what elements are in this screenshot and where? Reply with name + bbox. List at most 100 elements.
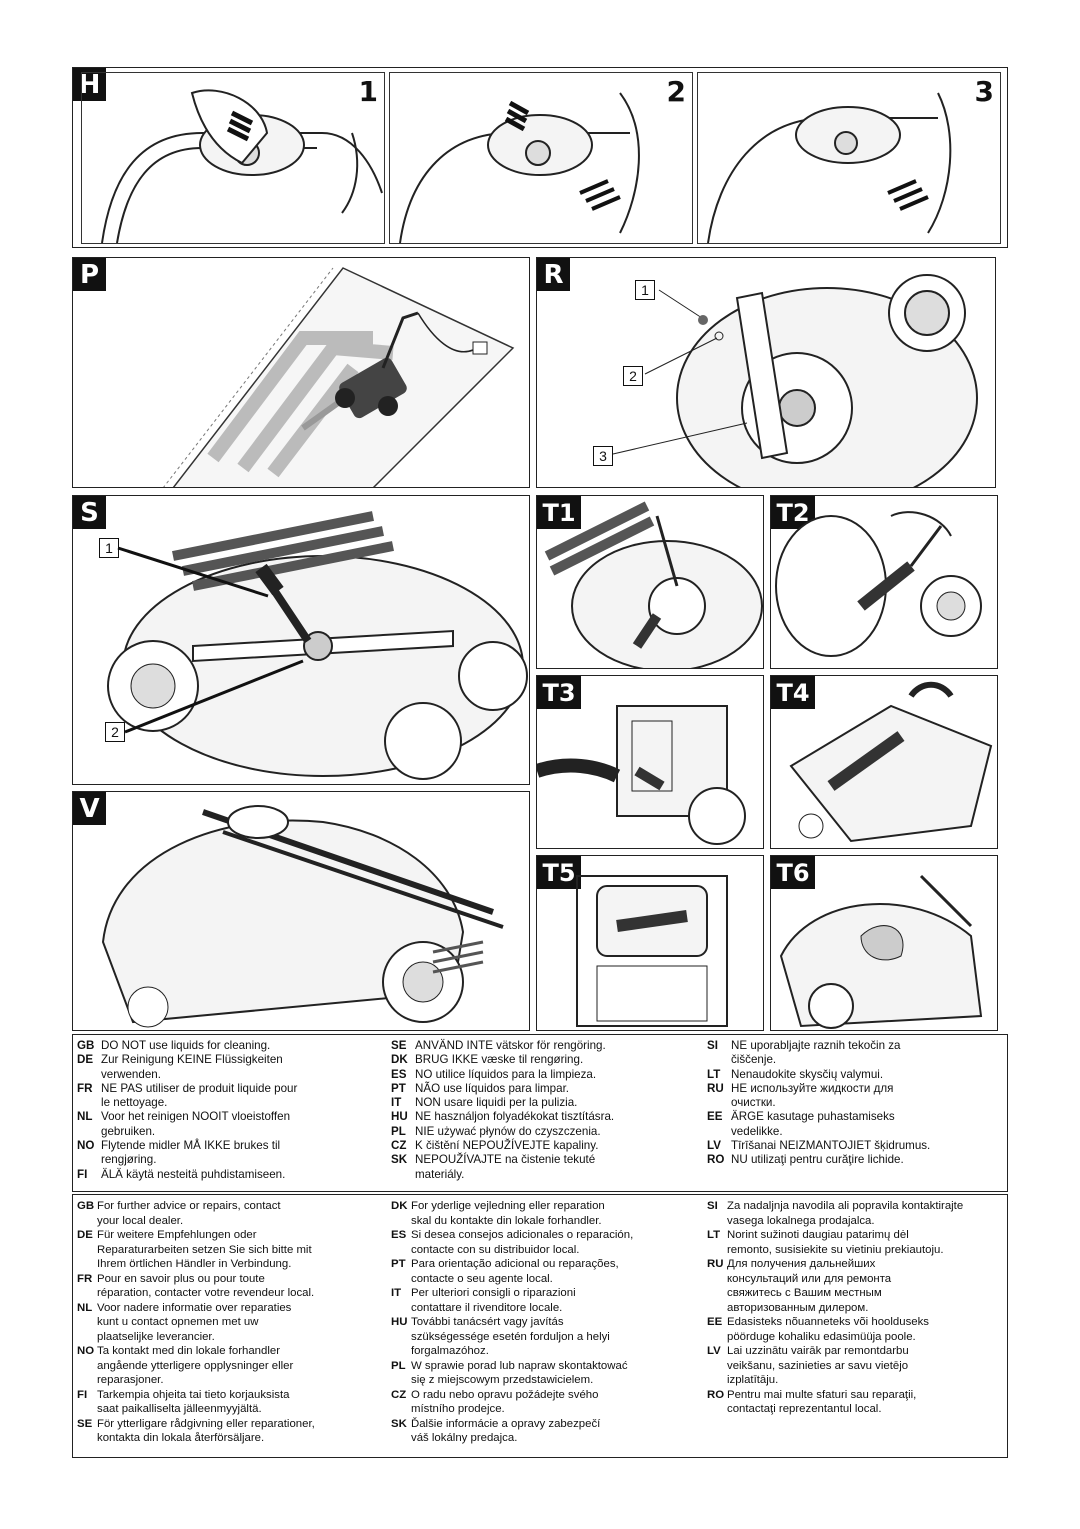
language-text: Für weitere Empfehlungen oder xyxy=(97,1229,257,1241)
language-code: SI xyxy=(707,1039,718,1052)
language-code: NL xyxy=(77,1301,93,1314)
language-entry-line: your local dealer. xyxy=(77,1214,377,1229)
language-entry-line: veikšanu, sazinieties ar savu vietējo xyxy=(707,1359,1005,1374)
panel-t2: T2 xyxy=(770,495,998,669)
language-text: čiščenje. xyxy=(731,1053,777,1067)
language-code: RO xyxy=(707,1153,725,1167)
language-text: forgalmazóhoz. xyxy=(411,1345,489,1357)
language-code: LV xyxy=(707,1139,721,1153)
panel-p: P xyxy=(72,257,530,488)
language-text: vedelikke. xyxy=(731,1124,783,1138)
language-text: ANVÄND INTE vätskor för rengöring. xyxy=(415,1039,606,1052)
language-entry-line: Reparaturarbeiten setzen Sie sich bitte … xyxy=(77,1243,377,1258)
language-entry-line: очистки. xyxy=(707,1096,1005,1110)
language-code: PT xyxy=(391,1258,406,1270)
language-code: HU xyxy=(391,1110,408,1124)
language-text: очистки. xyxy=(731,1096,776,1110)
handle-switch-illustration-1 xyxy=(101,89,383,243)
language-text: plaatselijke leverancier. xyxy=(97,1330,215,1343)
language-text: saat paikalliselta jälleenmyyjältä. xyxy=(97,1403,262,1415)
language-code: LT xyxy=(707,1229,721,1241)
language-entry-line: le nettoyage. xyxy=(77,1096,377,1110)
language-text: Voor nadere informatie over reparaties xyxy=(97,1301,292,1314)
language-text: BRUG IKKE væske til rengøring. xyxy=(415,1053,584,1067)
language-text: angående ytterligere opplysninger eller xyxy=(97,1359,294,1372)
language-code: NO xyxy=(77,1345,95,1357)
language-text: NON usare liquidi per la pulizia. xyxy=(415,1096,578,1110)
panel-h: H 1 2 3 xyxy=(72,67,1008,248)
language-entry-line: свяжитесь с Вашим местным xyxy=(707,1286,1005,1301)
language-entry-line: váš lokálny predajca. xyxy=(391,1431,701,1446)
language-code: RU xyxy=(707,1081,724,1095)
language-text: НЕ используйте жидкости для xyxy=(731,1081,894,1095)
language-text: Per ulteriori consigli o riparazioni xyxy=(411,1287,576,1299)
language-text: remonto, susisiekite su vietiniu prekiau… xyxy=(727,1243,944,1256)
step-1-frame: 1 xyxy=(81,72,385,244)
language-code: NL xyxy=(77,1110,93,1124)
language-code: CZ xyxy=(391,1388,407,1401)
language-text: contacte con su distribuidor local. xyxy=(411,1243,580,1256)
language-text: Zur Reinigung KEINE Flüssigkeiten xyxy=(101,1053,283,1067)
panel-r: R 1 2 3 xyxy=(536,257,996,488)
language-code: NO xyxy=(77,1139,95,1153)
panel-t4-label: T4 xyxy=(771,676,815,709)
step-2-frame: 2 xyxy=(389,72,693,244)
language-code: DK xyxy=(391,1200,408,1212)
language-text: NE PAS utiliser de produit liquide pour xyxy=(101,1081,298,1095)
language-text: Ta kontakt med din lokale forhandler xyxy=(97,1345,280,1357)
language-text: your local dealer. xyxy=(97,1214,184,1227)
language-text: verwenden. xyxy=(101,1067,161,1081)
language-entry-line: kunt u contact opnemen met uw xyxy=(77,1315,377,1330)
language-text: Voor het reinigen NOOIT vloeistoffen xyxy=(101,1110,291,1124)
language-code: IT xyxy=(391,1096,402,1110)
language-text: NIE używać płynów do czyszczenia. xyxy=(415,1124,601,1138)
step-1-number: 1 xyxy=(358,75,378,108)
language-entry-line: contacte con su distribuidor local. xyxy=(391,1243,701,1258)
panel-t5: T5 xyxy=(536,855,764,1031)
language-entry-line: kontakta din lokala återförsäljare. xyxy=(77,1431,377,1446)
language-text: NE használjon folyadékokat tisztításra. xyxy=(415,1110,615,1124)
language-entry-line: skal du kontakte din lokale forhandler. xyxy=(391,1214,701,1229)
language-entry-line: NL Voor nadere informatie over reparaties xyxy=(77,1301,377,1316)
callout-2: 2 xyxy=(105,722,125,742)
language-text: gebruiken. xyxy=(101,1124,156,1138)
language-code: EE xyxy=(707,1316,723,1328)
language-code: LV xyxy=(707,1345,721,1357)
language-code: CZ xyxy=(391,1139,407,1153)
language-text: ÄRGE kasutage puhastamiseks xyxy=(731,1110,895,1124)
language-text: Tarkempia ohjeita tai tieto korjauksista xyxy=(97,1388,290,1401)
callout-1: 1 xyxy=(635,280,655,300)
language-text: NEPOUŽÍVAJTE na čistenie tekuté xyxy=(415,1153,596,1167)
language-text: rengjøring. xyxy=(101,1153,157,1167)
language-entry-line: IT NON usare liquidi per la pulizia. xyxy=(391,1096,701,1110)
language-code: HU xyxy=(391,1316,408,1328)
language-text: kontakta din lokala återförsäljare. xyxy=(97,1432,265,1444)
deck-brush-illustration xyxy=(544,501,763,668)
panel-t6: T6 xyxy=(770,855,998,1031)
language-text: contattare il rivenditore locale. xyxy=(411,1301,563,1314)
language-entry-line: Ihrem örtlichen Händler in Verbindung. xyxy=(77,1257,377,1272)
language-text: Для получения дальнейших xyxy=(727,1258,876,1270)
language-code: ES xyxy=(391,1067,407,1081)
language-entry-line: vedelikke. xyxy=(707,1125,1005,1139)
language-code: FR xyxy=(77,1272,93,1285)
step-3-frame: 3 xyxy=(697,72,1001,244)
language-entry-line: szükségessége esetén forduljon a helyi xyxy=(391,1330,701,1345)
language-text: консультаций или для ремонта xyxy=(727,1272,892,1285)
language-text: pöörduge kohaliku edasimüüja poole. xyxy=(727,1330,916,1343)
